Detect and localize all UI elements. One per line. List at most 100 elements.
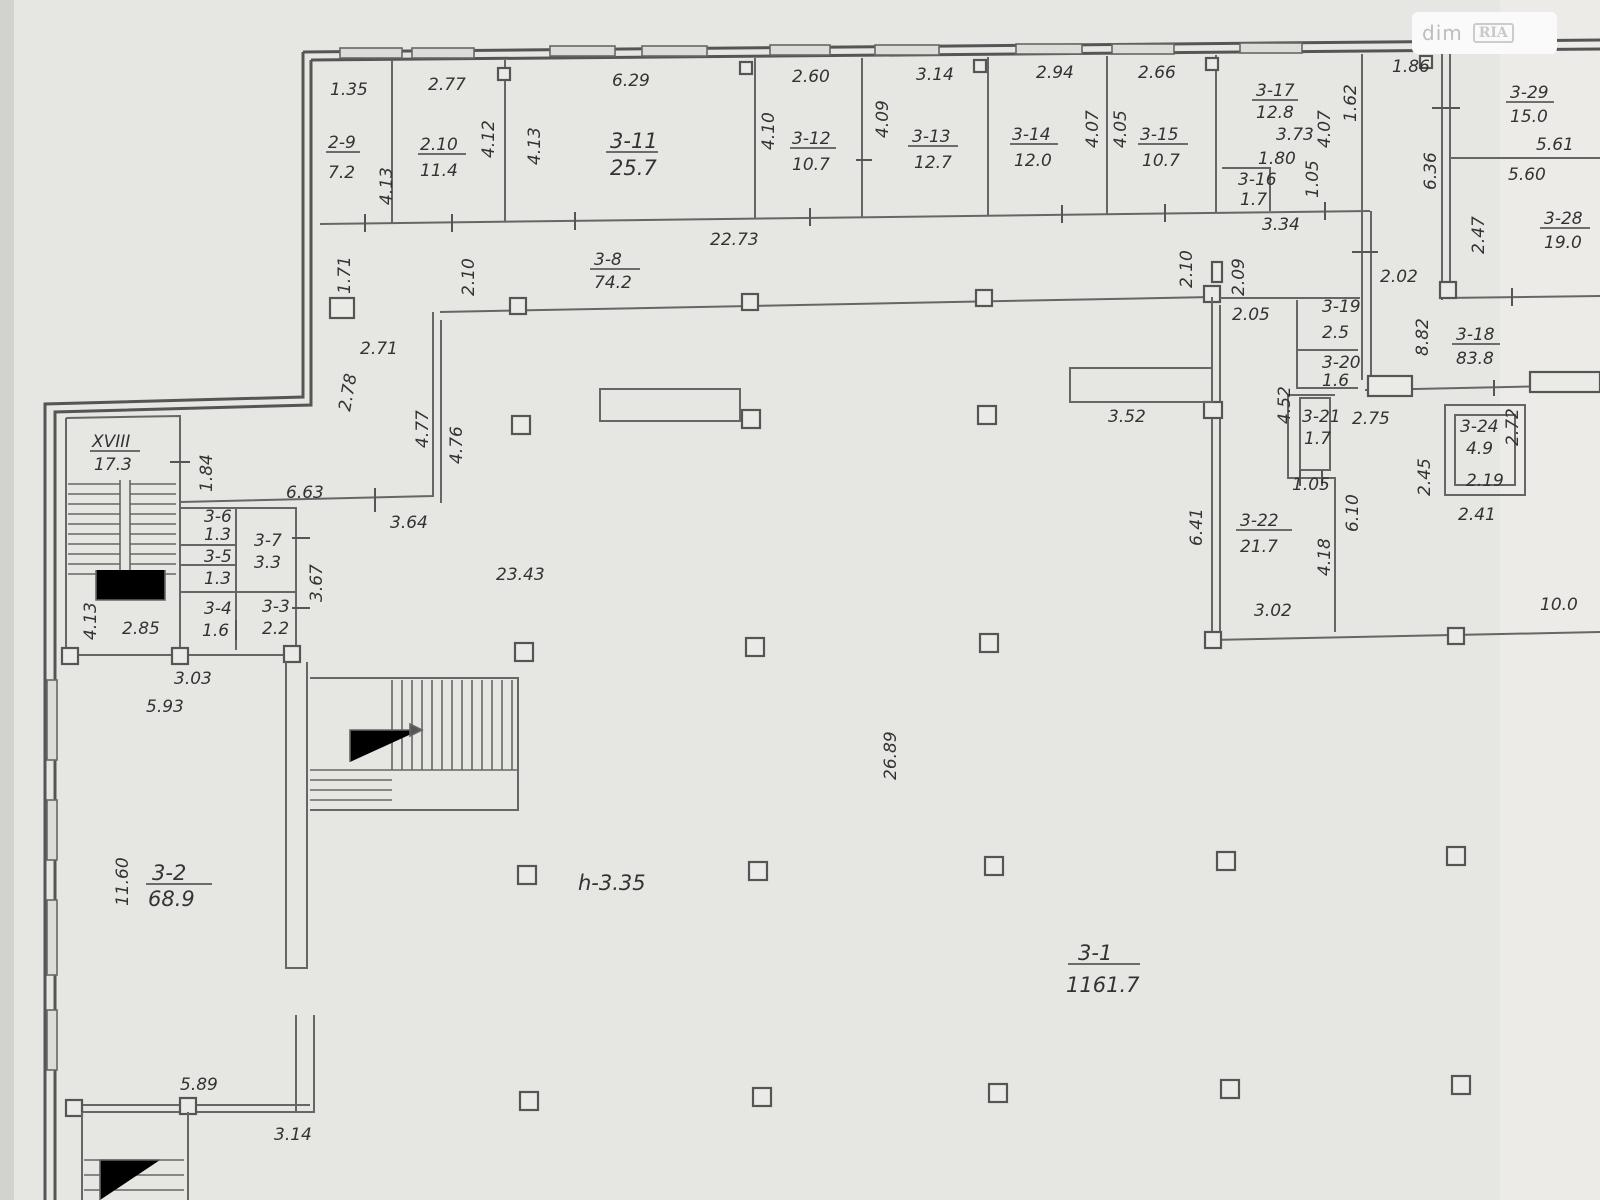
windows-left (46, 679, 58, 1071)
room-3-24-code: 3-24 (1460, 417, 1499, 437)
room-3-15-area: 10.7 (1142, 151, 1180, 171)
labels-left-block: XVIII 17.3 3-6 1.3 3-5 1.3 3-7 3.3 3-4 1… (81, 432, 327, 689)
room-3-22-area: 21.7 (1240, 537, 1278, 557)
labels-right-lower: 2.05 3-19 2.5 3-20 1.6 2.02 8.82 3-18 83… (1187, 267, 1578, 621)
dim-3-03: 3.03 (174, 669, 212, 689)
dim-2-02: 2.02 (1380, 267, 1418, 287)
dim-1-86: 1.86 (1392, 57, 1430, 77)
dim-4-12: 4.12 (479, 120, 499, 158)
door-ticks (170, 107, 1513, 640)
dim-1-05b: 1.05 (1292, 475, 1330, 495)
dim-1-84: 1.84 (197, 454, 217, 492)
room-3-6-area: 1.3 (204, 525, 231, 545)
room-3-7-area: 3.3 (254, 553, 281, 573)
room-3-15-code: 3-15 (1140, 125, 1179, 145)
dim-1-35: 1.35 (330, 80, 368, 100)
labels-top-offices: 1.35 2-9 7.2 4.13 2.77 2.10 11.4 4.12 6.… (326, 57, 1430, 235)
dim-3-64: 3.64 (390, 513, 428, 533)
room-3-20-code: 3-20 (1322, 353, 1361, 373)
room-3-19-code: 3-19 (1322, 297, 1361, 317)
room-3-1-code: 3-1 (1078, 941, 1112, 965)
dim-2-66: 2.66 (1138, 63, 1176, 83)
room-3-13-area: 12.7 (914, 153, 952, 173)
room-3-3-area: 2.2 (262, 619, 289, 639)
room-3-11-code: 3-11 (610, 129, 658, 153)
dim-4-13b: 4.13 (525, 127, 545, 165)
dim-3-34: 3.34 (1262, 215, 1300, 235)
room-3-22-code: 3-22 (1240, 511, 1279, 531)
dim-2-77: 2.77 (428, 75, 466, 95)
room-3-2-walls (64, 662, 315, 1200)
dim-3-52: 3.52 (1108, 407, 1146, 427)
dim-1-62: 1.62 (1341, 84, 1361, 122)
dim-4-07a: 4.07 (1083, 110, 1103, 148)
labels-room-3-2: 5.93 11.60 3-2 68.9 5.89 3.14 (113, 697, 312, 1145)
room-3-6-code: 3-6 (204, 507, 232, 527)
dim-2-71: 2.71 (360, 339, 398, 359)
dim-3-02: 3.02 (1254, 601, 1292, 621)
dim-4-05: 4.05 (1111, 110, 1131, 148)
dim-4-13a: 4.13 (377, 167, 397, 205)
scan-edge (0, 0, 14, 1200)
top-offices-walls (319, 54, 1434, 225)
dim-26-89: 26.89 (881, 731, 901, 780)
room-2-10-code: 2.10 (420, 135, 458, 155)
room-3-20-area: 1.6 (1322, 371, 1349, 391)
dim-2-45: 2.45 (1415, 458, 1435, 496)
room-3-29-area: 15.0 (1510, 107, 1548, 127)
labels-main-hall: 23.43 26.89 h-3.35 3-1 1161.7 3.52 (496, 407, 1146, 997)
room-3-17-area: 12.8 (1256, 103, 1294, 123)
dim-2-47: 2.47 (1469, 216, 1489, 254)
hall-beams (599, 367, 1213, 430)
room-3-1-area: 1161.7 (1066, 973, 1140, 997)
dim-2-78: 2.78 (335, 372, 361, 413)
dim-2-19: 2.19 (1466, 471, 1504, 491)
room-3-11-area: 25.7 (610, 156, 657, 180)
dim-3-73: 3.73 (1276, 125, 1314, 145)
room-3-18-code: 3-18 (1456, 325, 1495, 345)
dim-4-76: 4.76 (447, 426, 467, 464)
central-stair (310, 677, 519, 811)
room-3-28-area: 19.0 (1544, 233, 1582, 253)
dim-4-10: 4.10 (759, 112, 779, 150)
room-3-12-area: 10.7 (792, 155, 830, 175)
room-3-21-code: 3-21 (1302, 407, 1341, 427)
dim-4-07b: 4.07 (1315, 110, 1335, 148)
room-2-9-area: 7.2 (328, 163, 355, 183)
room-3-21-area: 1.7 (1304, 429, 1331, 449)
dim-4-13c: 4.13 (81, 602, 101, 640)
dim-6-63: 6.63 (286, 483, 324, 503)
room-3-24-area: 4.9 (1466, 439, 1493, 459)
dim-4-52: 4.52 (1275, 386, 1295, 424)
room-3-16-area: 1.7 (1240, 190, 1267, 210)
dim-6-41: 6.41 (1187, 508, 1207, 546)
dim-1-80: 1.80 (1258, 149, 1296, 169)
room-3-17-code: 3-17 (1256, 81, 1295, 101)
room-3-19-area: 2.5 (1322, 323, 1349, 343)
dim-1-05a: 1.05 (1303, 160, 1323, 198)
dim-5-61: 5.61 (1536, 135, 1574, 155)
room-3-4-code: 3-4 (204, 599, 232, 619)
dim-3-67: 3.67 (307, 564, 327, 602)
room-3-29-code: 3-29 (1510, 83, 1549, 103)
dim-4-18: 4.18 (1315, 538, 1335, 576)
corridor-walls (179, 284, 1222, 503)
dim-3-14b: 3.14 (274, 1125, 312, 1145)
room-3-4-area: 1.6 (202, 621, 229, 641)
room-3-16-code: 3-16 (1238, 170, 1277, 190)
room-3-18-area: 83.8 (1456, 349, 1494, 369)
stair-area: 17.3 (94, 455, 132, 475)
dim-10-0: 10.0 (1540, 595, 1578, 615)
dim-4-09: 4.09 (873, 100, 893, 138)
dim-2-09: 2.09 (1229, 258, 1249, 296)
dim-2-85: 2.85 (122, 619, 160, 639)
hall-columns (510, 404, 1472, 1112)
labels-right-rooms: 3-29 15.0 5.61 6.36 5.60 2.47 3-28 19.0 (1421, 83, 1590, 254)
dim-5-89: 5.89 (180, 1075, 218, 1095)
dim-6-36: 6.36 (1421, 152, 1441, 190)
dim-2-94: 2.94 (1036, 63, 1074, 83)
scan-right-margin (1500, 0, 1600, 1200)
watermark: dim RIA (1412, 12, 1557, 54)
watermark-mark: RIA (1472, 23, 1514, 43)
